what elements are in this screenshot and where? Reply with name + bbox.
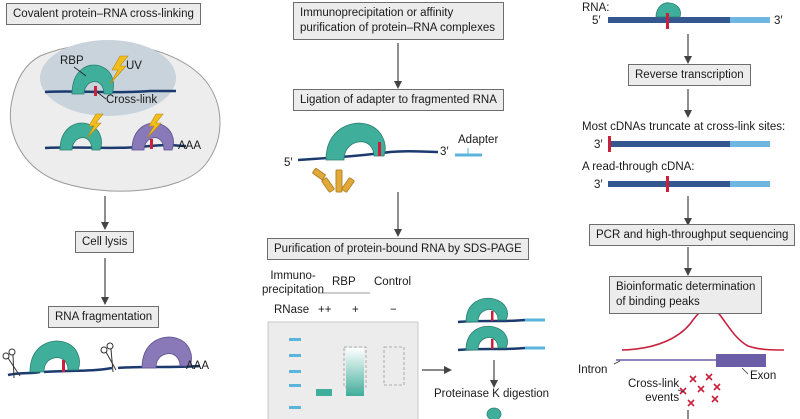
extracted-rbp-protein-1 [465,297,508,323]
ligation-three-prime-label: 3′ [440,146,449,158]
readthrough-cdna-label: A read-through cDNA: [582,161,695,173]
rnase-double-label: ++ [318,304,332,316]
intron-pointer [613,360,621,365]
step-bioinformatics-line1: Bioinformatic determination [616,281,756,293]
truncated-cdnas-label: Most cDNAs truncate at cross-link sites: [582,121,786,133]
ladder-band [289,384,301,387]
uv-lightning-icon [109,55,129,85]
rbp-label: RBP [60,55,84,67]
fragment-left [7,370,41,377]
nuclear-rbp-protein [71,64,114,95]
step-sds-page: Purification of protein-bound RNA by SDS… [267,238,529,260]
step-bioinformatics-line2: of binding peaks [616,296,700,308]
control-lane-box [383,346,405,386]
immuno-label-line1: Immuno- [270,270,316,282]
poly-a-label-cell: AAA [178,140,202,152]
ladder-band [289,370,301,373]
rna-label: RNA: [582,2,610,14]
exon-pointer [741,367,749,375]
purple-uv-lightning-icon [146,113,164,139]
proteinase-k-label: Proteinase K digestion [434,388,550,400]
intron-label: Intron [578,364,608,376]
rbp-double-rnase-band [316,389,332,396]
rbp-column-label: RBP [332,276,356,288]
extracted-crosslink-mark-2 [491,339,494,349]
fragment-purple-protein [141,336,192,369]
ladder-band [289,338,301,341]
nuclear-crosslink-mark [94,86,97,96]
rbp-single-rnase-smear [346,348,364,396]
fragment-rbp-protein [29,340,80,373]
ligation-crosslink-mark [378,142,381,156]
adapter-label: Adapter [458,134,499,146]
fragment-middle [43,366,113,374]
antibody-icon [312,167,355,193]
readthrough-three-prime-label: 3′ [594,179,603,191]
readthrough-cdna-crosslink-mark [666,176,669,192]
rna-bar-light-segment [730,17,770,23]
nuclear-rna-strand [44,89,176,94]
step-pcr-sequencing: PCR and high-throughput sequencing [589,224,796,246]
crosslink-events-pointer [677,389,685,393]
step-cell-lysis: Cell lysis [75,231,135,253]
rna-three-prime-label: 3′ [774,15,783,27]
step-adapter-ligation: Ligation of adapter to fragmented RNA [293,89,504,111]
step-reverse-transcription: Reverse transcription [628,64,751,86]
truncated-cdna-crosslink-mark [608,136,611,152]
digested-peptide [486,407,502,419]
poly-a-label-fragment: AAA [186,360,210,372]
extracted-crosslink-mark-1 [491,311,494,321]
step-immunoprecipitation-line1: Immunoprecipitation or affinity [300,7,454,19]
crosslink-pointer [96,91,107,100]
exon-bar [716,354,766,367]
uv-label: UV [126,60,142,72]
rnase-row-label: RNase [274,304,310,316]
rbp-pointer [73,66,87,77]
rna-crosslink-mark [666,13,669,29]
cytoplasm-rbp-protein [59,122,102,151]
step-immunoprecipitation-line2: purification of protein–RNA complexes [300,22,495,34]
immunoprecipitation-row-label: Immuno- precipitation [262,269,324,297]
truncated-cdna-light-segment [730,141,770,147]
step-rna-fragmentation: RNA fragmentation [48,306,160,328]
truncated-cdna-dark-segment [608,141,730,147]
readthrough-cdna-light-segment [730,181,770,187]
ladder-band [289,354,301,357]
control-column-label: Control [374,276,412,288]
rnase-single-label: + [352,304,359,316]
rbp-single-rnase-box [343,346,367,388]
step-bioinformatics: Bioinformatic determination of binding p… [609,276,763,314]
rnase-none-label: − [390,304,397,316]
ligation-rna-strand [297,149,439,162]
extracted-rbp-protein-2 [465,325,508,351]
step-immunoprecipitation: Immunoprecipitation or affinity purifica… [293,2,504,40]
exon-label: Exon [750,370,777,382]
crosslink-events-label: Cross-link events [628,377,679,405]
cytoplasm-uv-lightning-icon [86,113,104,139]
crosslink-event-marks [679,373,721,407]
scissors-icon-left [2,348,21,379]
fragment-crosslink-mark [62,360,65,372]
ladder-band [289,406,301,409]
truncated-three-prime-label: 3′ [594,139,603,151]
rna-bound-rbp-protein [655,2,681,18]
step-crosslinking: Covalent protein–RNA cross-linking [6,3,201,25]
scissors-icon-right [100,342,117,373]
crosslink-events-line2: events [645,392,680,404]
ligation-five-prime-label: 5′ [284,157,293,169]
purple-crosslink-mark [150,139,153,149]
immuno-label-line2: precipitation [262,284,325,296]
crosslink-events-line1: Cross-link [628,378,680,390]
rna-five-prime-label: 5′ [592,15,601,27]
crosslink-label: Cross-link [106,94,158,106]
